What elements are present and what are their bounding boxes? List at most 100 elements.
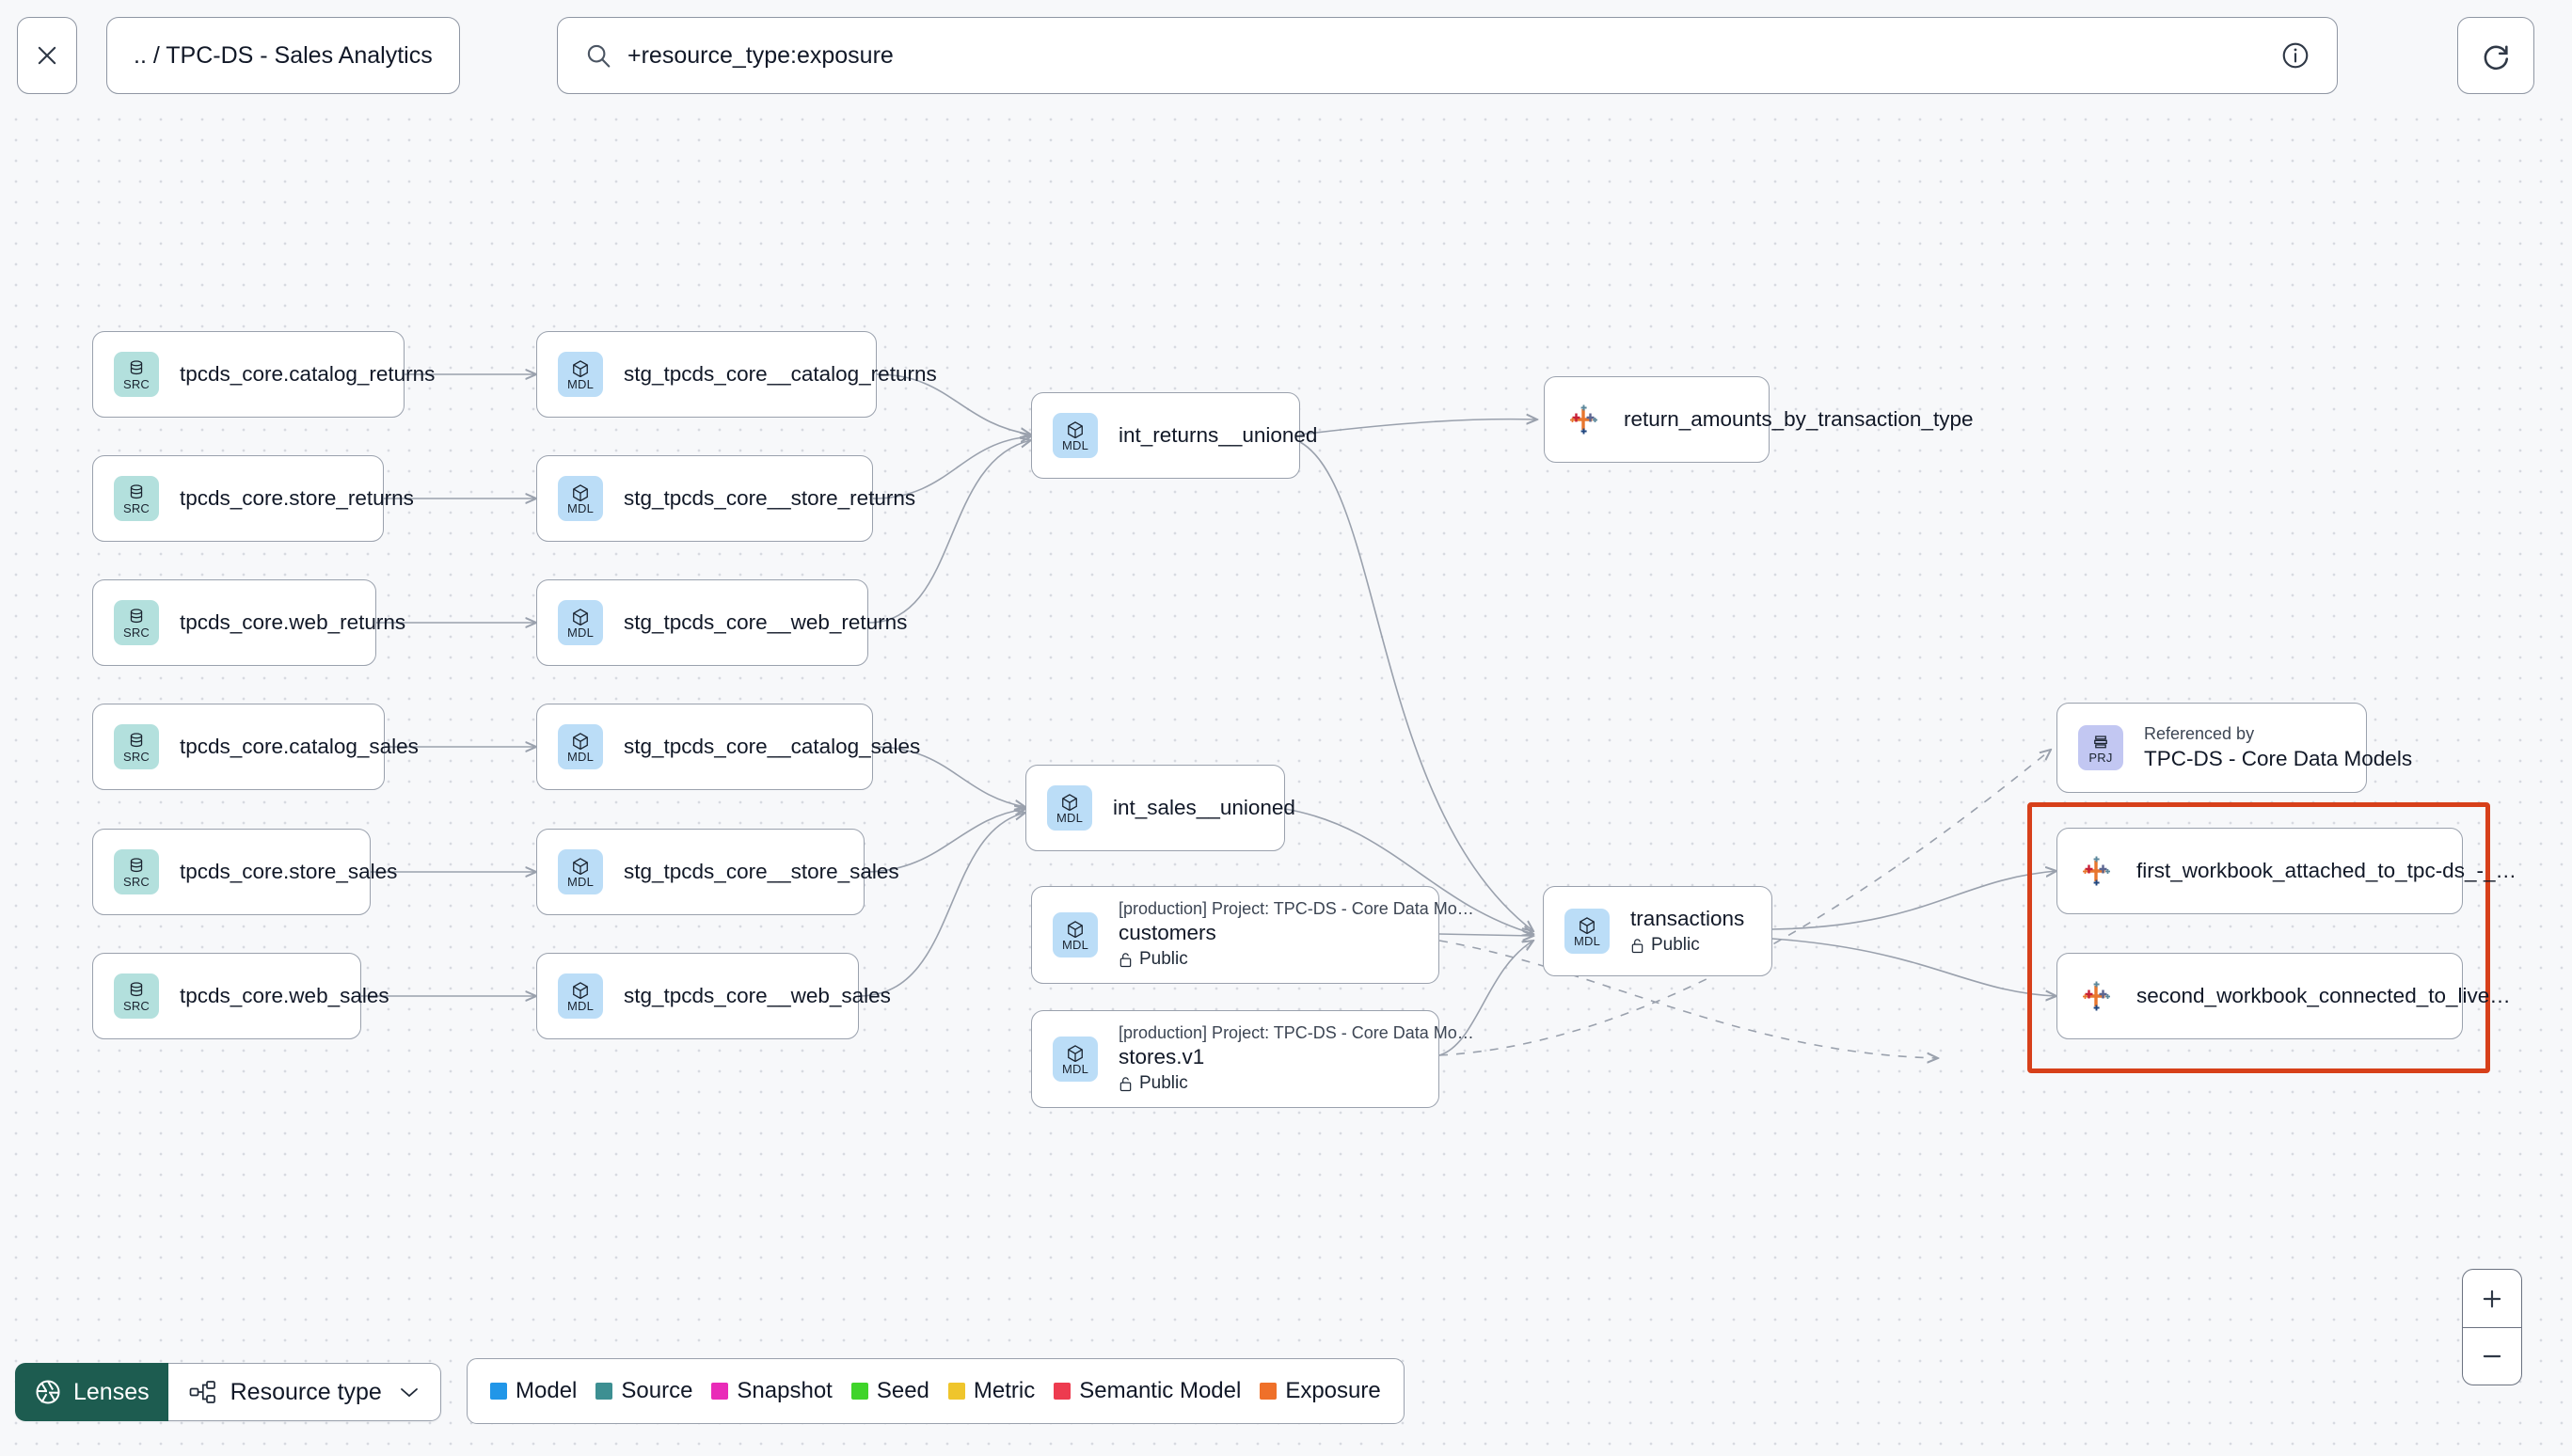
node-access: Public [1119,948,1418,972]
src-badge-label: SRC [122,749,151,764]
legend-swatch [1260,1383,1278,1400]
info-icon[interactable] [2280,40,2310,71]
mdl-badge-label: MDL [1061,937,1089,952]
node-body: int_sales__unioned [1113,795,1295,821]
graph-node-source[interactable]: SRC tpcds_core.web_sales [92,953,389,1039]
node-body: tpcds_core.catalog_returns [180,361,436,388]
search-icon [587,44,611,68]
graph-node-referenced-by-project[interactable]: PRJ Referenced by TPC-DS - Core Data Mod… [2056,703,2412,793]
close-button[interactable] [17,17,77,94]
graph-node-model[interactable]: MDL stg_tpcds_core__web_sales [536,953,891,1039]
resource-type-dropdown[interactable]: Resource type [167,1363,441,1421]
node-title: first_workbook_attached_to_tpc-ds_-_… [2136,858,2516,882]
legend-item-seed: Seed [850,1378,929,1404]
legend-label: Semantic Model [1079,1378,1242,1403]
node-body: stg_tpcds_core__web_sales [624,983,891,1009]
src-badge-icon: SRC [114,724,159,769]
src-badge-icon: SRC [114,600,159,645]
mdl-badge-icon: MDL [558,973,603,1019]
node-access: Public [1119,1072,1418,1096]
mdl-badge-label: MDL [566,376,595,391]
node-body: tpcds_core.store_sales [180,859,398,885]
search-bar[interactable] [557,17,2338,94]
unlock-icon [1119,953,1132,968]
graph-node-intermediate[interactable]: MDL int_sales__unioned [1025,765,1295,851]
node-title: int_returns__unioned [1119,422,1318,447]
prj-badge-label: PRJ [2088,750,2113,765]
mdl-badge-label: MDL [566,874,595,889]
mdl-badge-icon: MDL [1053,912,1098,957]
graph-node-project-model[interactable]: MDL [production] Project: TPC-DS - Core … [1031,1010,1474,1108]
mdl-badge-label: MDL [566,625,595,640]
mdl-badge-label: MDL [566,749,595,764]
graph-node-source[interactable]: SRC tpcds_core.web_returns [92,579,406,666]
refresh-icon [2484,45,2509,71]
zoom-controls [2462,1269,2522,1385]
zoom-out-button[interactable] [2463,1327,2521,1385]
legend-swatch [595,1383,613,1400]
mdl-badge-icon: MDL [1564,909,1610,954]
node-body: tpcds_core.store_returns [180,485,414,512]
graph-node-model[interactable]: MDL stg_tpcds_core__catalog_sales [536,704,920,790]
lenses-button[interactable]: Lenses [15,1363,168,1421]
graph-node-intermediate[interactable]: MDL int_returns__unioned [1031,392,1318,479]
node-access-label: Public [1139,949,1188,970]
node-title: tpcds_core.catalog_sales [180,734,419,758]
node-title: tpcds_core.store_sales [180,859,398,883]
breadcrumb[interactable]: .. / TPC-DS - Sales Analytics [106,17,460,94]
src-badge-label: SRC [122,874,151,889]
graph-node-source[interactable]: SRC tpcds_core.catalog_sales [92,704,419,790]
legend-label: Snapshot [737,1378,833,1403]
legend-item-model: Model [490,1378,577,1404]
mdl-badge-icon: MDL [558,849,603,894]
graph-node-model[interactable]: MDL stg_tpcds_core__store_sales [536,829,899,915]
graph-node-project-model[interactable]: MDL [production] Project: TPC-DS - Core … [1031,886,1474,984]
node-title: tpcds_core.web_returns [180,609,406,634]
graph-node-source[interactable]: SRC tpcds_core.catalog_returns [92,331,436,418]
graph-node-exposure[interactable]: first_workbook_attached_to_tpc-ds_-_… [2056,828,2516,914]
top-toolbar: .. / TPC-DS - Sales Analytics [0,0,2572,112]
tableau-icon [2078,852,2116,890]
legend-swatch [711,1383,729,1400]
unlock-icon [1119,1077,1132,1092]
node-title: tpcds_core.catalog_returns [180,361,436,386]
node-body: Referenced by TPC-DS - Core Data Models [2144,723,2412,772]
graph-node-model[interactable]: MDL stg_tpcds_core__web_returns [536,579,908,666]
mdl-badge-label: MDL [566,998,595,1013]
graph-node-exposure[interactable]: return_amounts_by_transaction_type [1544,376,1974,463]
node-title: int_sales__unioned [1113,795,1295,819]
node-access-label: Public [1651,934,1700,955]
legend-item-snapshot: Snapshot [711,1378,833,1404]
node-title: return_amounts_by_transaction_type [1624,406,1974,431]
mdl-badge-icon: MDL [558,724,603,769]
graph-node-transactions[interactable]: MDL transactions Public [1543,886,1772,976]
graph-node-source[interactable]: SRC tpcds_core.store_returns [92,455,414,542]
tableau-icon [2078,977,2116,1015]
plus-icon [2483,1290,2501,1307]
graph-node-model[interactable]: MDL stg_tpcds_core__catalog_returns [536,331,937,418]
graph-node-model[interactable]: MDL stg_tpcds_core__store_returns [536,455,915,542]
node-body: tpcds_core.catalog_sales [180,734,419,760]
mdl-badge-icon: MDL [1047,785,1092,831]
legend-swatch [947,1383,965,1400]
node-body: stg_tpcds_core__store_sales [624,859,899,885]
graph-node-source[interactable]: SRC tpcds_core.store_sales [92,829,398,915]
node-title: stg_tpcds_core__store_sales [624,859,899,883]
search-input[interactable] [627,41,2280,70]
legend-item-metric: Metric [947,1378,1035,1404]
zoom-in-button[interactable] [2463,1270,2521,1327]
legend-label: Seed [876,1378,929,1403]
node-body: stg_tpcds_core__web_returns [624,609,908,636]
mdl-badge-label: MDL [1056,810,1084,825]
node-title: stg_tpcds_core__web_returns [624,609,908,634]
src-badge-icon: SRC [114,849,159,894]
legend-swatch [1054,1383,1072,1400]
node-title: stg_tpcds_core__catalog_returns [624,361,937,386]
node-subtitle: [production] Project: TPC-DS - Core Data… [1119,898,1474,918]
refresh-button[interactable] [2457,17,2534,94]
node-subtitle: Referenced by [2144,724,2255,744]
src-badge-label: SRC [122,376,151,391]
graph-node-exposure[interactable]: second_workbook_connected_to_live… [2056,953,2511,1039]
src-badge-label: SRC [122,500,151,515]
legend-item-source: Source [595,1378,692,1404]
